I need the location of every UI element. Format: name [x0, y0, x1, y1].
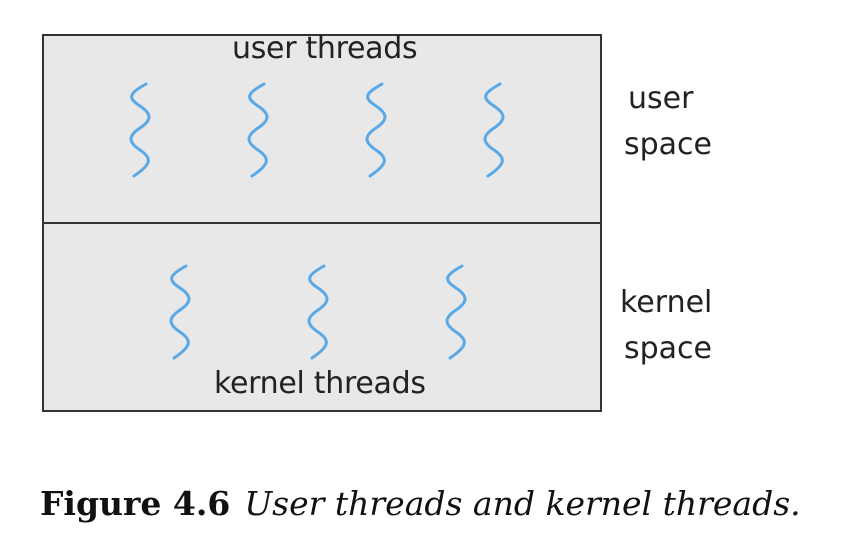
space-divider — [44, 222, 600, 224]
user-threads-label: user threads — [232, 31, 418, 66]
kernel-thread-2 — [307, 264, 329, 360]
figure-caption-text: User threads and kernel threads. — [244, 484, 801, 523]
figure-number: Figure 4.6 — [40, 484, 231, 523]
user-thread-4 — [483, 82, 505, 178]
kernel-space-label: kernel space — [620, 280, 712, 372]
kernel-threads-label: kernel threads — [214, 366, 426, 401]
kernel-space-label-line2: space — [624, 331, 713, 366]
kernel-space-label-line1: kernel — [620, 285, 713, 320]
user-thread-2 — [247, 82, 269, 178]
user-space-label-line1: user — [628, 81, 694, 116]
kernel-thread-1 — [169, 264, 191, 360]
figure-caption: Figure 4.6 User threads and kernel thread… — [40, 484, 801, 523]
user-thread-1 — [129, 82, 151, 178]
user-space-label: user space — [624, 76, 712, 168]
user-thread-3 — [365, 82, 387, 178]
kernel-thread-3 — [445, 264, 467, 360]
user-space-label-line2: space — [624, 127, 713, 162]
